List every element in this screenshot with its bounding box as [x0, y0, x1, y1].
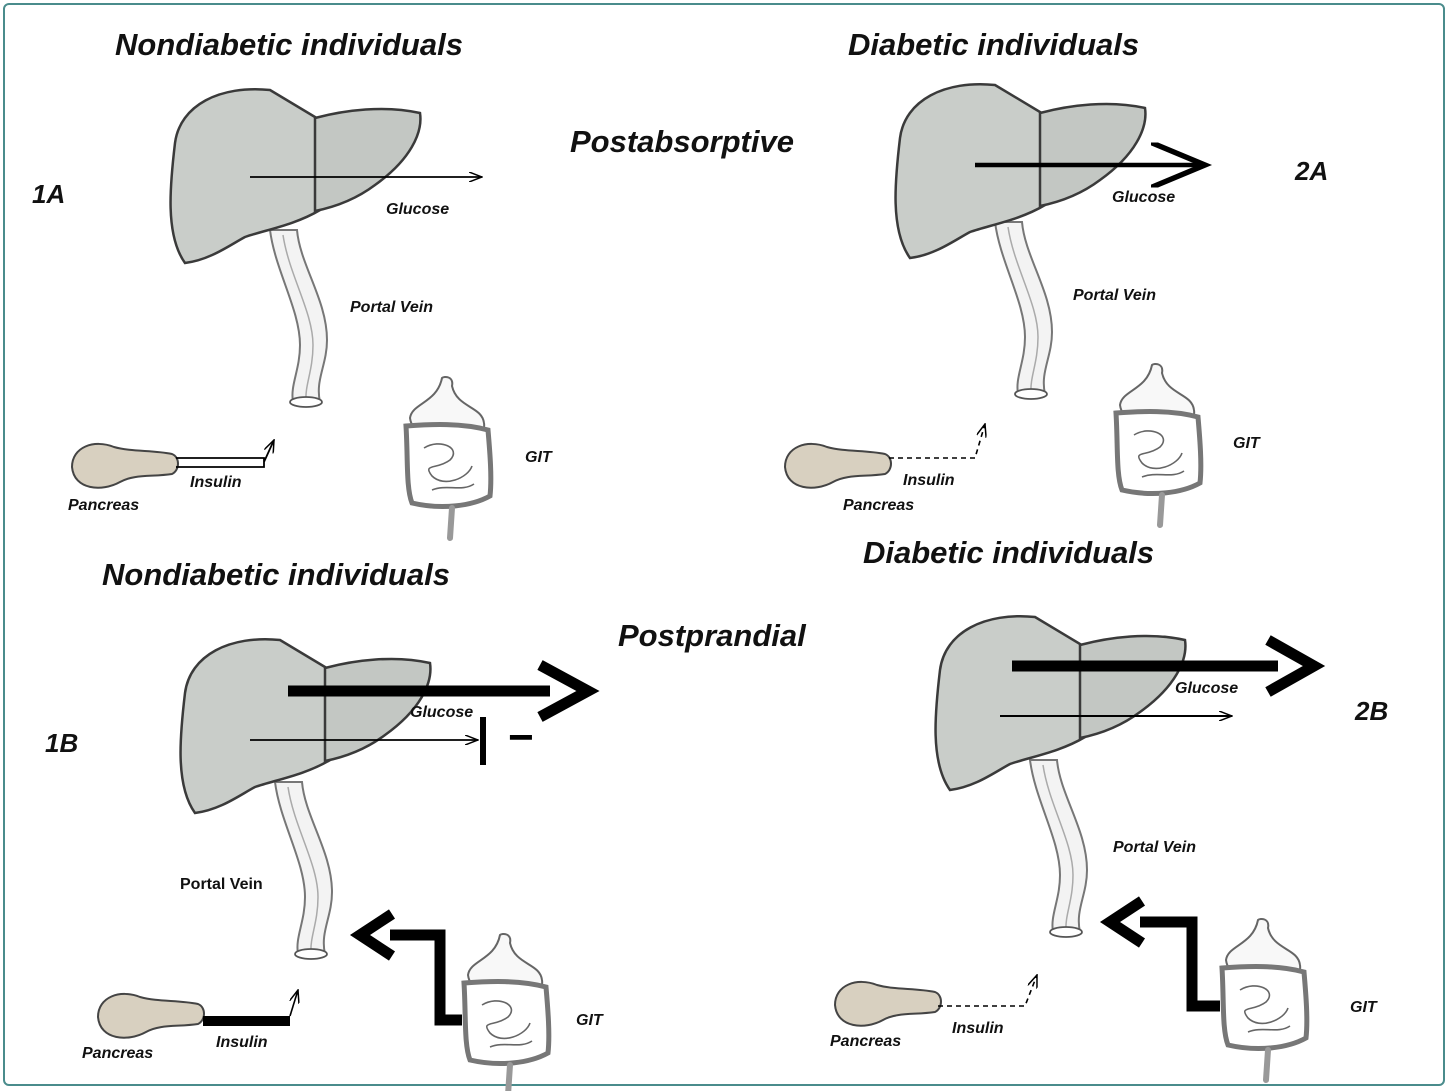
panel-2a: 2A Glucose Portal Vein Pancreas Insulin …	[785, 84, 1328, 525]
git-1b	[464, 934, 549, 1091]
panel-id-2a: 2A	[1294, 156, 1328, 186]
git-absorption-arrow-1b	[390, 935, 462, 1020]
portal-vein-2b	[1030, 760, 1087, 937]
insulin-label-1b: Insulin	[216, 1034, 268, 1051]
header-diabetic-bottom: Diabetic individuals	[863, 535, 1154, 570]
pancreas-1a	[72, 444, 178, 488]
git-label-2a: GIT	[1233, 435, 1261, 452]
panel-id-1b: 1B	[45, 728, 78, 758]
portal-vein-label-1b: Portal Vein	[180, 876, 263, 893]
pancreas-2b	[835, 982, 941, 1026]
inhibition-sign-1b: −	[508, 713, 534, 762]
portal-vein-1a	[270, 230, 327, 407]
portal-vein-label-1a: Portal Vein	[350, 299, 433, 316]
glucose-label-2b: Glucose	[1175, 680, 1238, 697]
git-label-1b: GIT	[576, 1012, 604, 1029]
insulin-arrow-1a	[176, 440, 274, 467]
pancreas-label-2a: Pancreas	[843, 497, 914, 514]
portal-vein-2a	[995, 222, 1052, 399]
git-label-1a: GIT	[525, 449, 553, 466]
git-absorption-arrow-2b	[1140, 922, 1220, 1006]
glucose-label-1b: Glucose	[410, 704, 473, 721]
insulin-arrow-2b	[938, 975, 1037, 1006]
header-nondiabetic-top: Nondiabetic individuals	[115, 27, 463, 62]
git-1a	[406, 377, 491, 538]
pancreas-label-1a: Pancreas	[68, 497, 139, 514]
portal-vein-label-2b: Portal Vein	[1113, 839, 1196, 856]
insulin-label-2a: Insulin	[903, 472, 955, 489]
phase-postprandial: Postprandial	[618, 618, 807, 653]
header-diabetic-top: Diabetic individuals	[848, 27, 1139, 62]
pancreas-1b	[98, 994, 204, 1038]
panel-id-1a: 1A	[32, 179, 65, 209]
insulin-arrow-1b	[290, 990, 298, 1016]
insulin-label-1a: Insulin	[190, 474, 242, 491]
phase-postabsorptive: Postabsorptive	[570, 124, 794, 159]
liver-2b	[936, 616, 1186, 790]
insulin-label-2b: Insulin	[952, 1020, 1004, 1037]
pancreas-label-1b: Pancreas	[82, 1045, 153, 1062]
glucose-label-2a: Glucose	[1112, 189, 1175, 206]
git-2b	[1222, 919, 1307, 1080]
portal-vein-1b	[275, 782, 332, 959]
git-absorption-arrowhead-1b	[360, 914, 392, 956]
pancreas-2a	[785, 444, 891, 488]
pancreas-label-2b: Pancreas	[830, 1033, 901, 1050]
portal-vein-label-2a: Portal Vein	[1073, 287, 1156, 304]
liver-1b	[181, 639, 431, 813]
panel-1b: 1B Glucose − Portal Vein Pancreas Insuli…	[45, 639, 604, 1091]
git-label-2b: GIT	[1350, 999, 1378, 1016]
insulin-arrow-2a	[889, 424, 985, 458]
git-absorption-arrowhead-2b	[1110, 901, 1142, 943]
glucose-label-1a: Glucose	[386, 201, 449, 218]
panel-id-2b: 2B	[1354, 696, 1388, 726]
panel-2b: 2B Glucose Portal Vein Pancreas Insulin …	[830, 616, 1388, 1080]
panel-1a: 1A Glucose Portal Vein Pancreas Insulin …	[32, 89, 553, 538]
header-nondiabetic-bottom: Nondiabetic individuals	[102, 557, 450, 592]
git-2a	[1116, 364, 1201, 525]
